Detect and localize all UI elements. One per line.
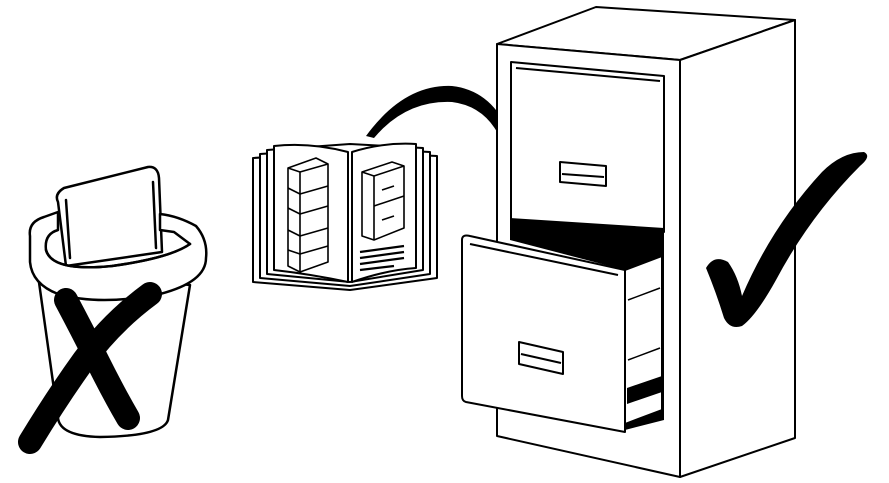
open-manual-icon xyxy=(252,142,438,291)
x-mark-icon xyxy=(18,282,162,454)
filing-cabinet-icon xyxy=(461,6,796,478)
check-mark-icon xyxy=(706,152,868,327)
